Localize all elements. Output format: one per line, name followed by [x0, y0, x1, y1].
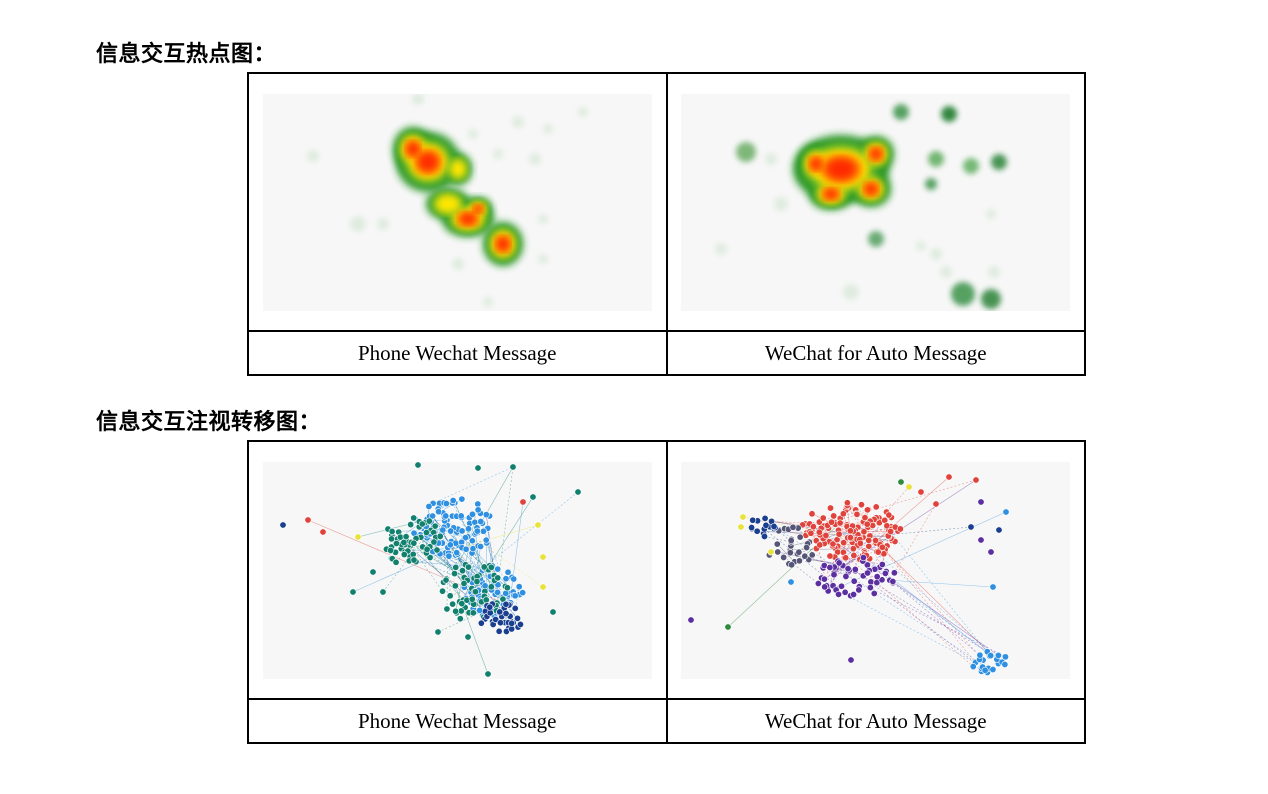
gaze-network-auto-image [681, 461, 1071, 679]
gaze-cell-phone [247, 440, 668, 700]
caption-auto-gaze: WeChat for Auto Message [665, 698, 1086, 744]
section-title-heatmap: 信息交互热点图： [96, 42, 277, 67]
caption-phone-heatmap: Phone Wechat Message [247, 330, 668, 376]
gaze-nodes [279, 461, 582, 678]
section-title-gaze-transition: 信息交互注视转移图： [96, 410, 322, 435]
caption-auto-heatmap: WeChat for Auto Message [665, 330, 1086, 376]
heatmap-auto-image [681, 93, 1071, 311]
gaze-cell-auto [665, 440, 1086, 700]
caption-phone-gaze: Phone Wechat Message [247, 698, 668, 744]
gaze-transition-table: Phone Wechat Message WeChat for Auto Mes… [247, 440, 1086, 744]
gaze-network-phone-image [262, 461, 652, 679]
heatmap-table: Phone Wechat Message WeChat for Auto Mes… [247, 72, 1086, 376]
heat-blobs [715, 103, 1008, 309]
gaze-edges [307, 466, 578, 674]
heatmap-cell-auto [665, 72, 1086, 332]
heat-blobs [306, 93, 588, 307]
heatmap-cell-phone [247, 72, 668, 332]
gaze-nodes [687, 473, 1010, 676]
heatmap-phone-image [262, 93, 652, 311]
